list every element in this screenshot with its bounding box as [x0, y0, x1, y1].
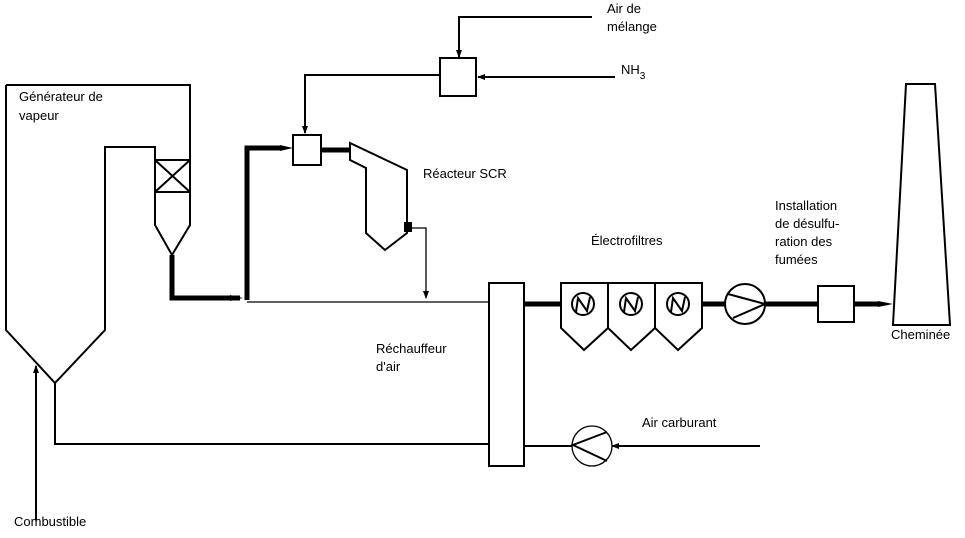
flue-riser — [244, 145, 280, 300]
label-mixing-air: Air de mélange — [607, 1, 657, 34]
fgd-unit — [817, 285, 855, 323]
label-combustion-air: Air carburant — [642, 415, 717, 430]
label-air-preheater: Réchauffeur d'air — [376, 341, 450, 374]
stack — [891, 83, 952, 326]
reactor-outlet-nozzle — [404, 222, 412, 232]
flue-gas-fan — [724, 283, 769, 325]
label-fgd: Installation de désulfu- ration des fumé… — [775, 198, 843, 267]
flue-duct-1 — [169, 255, 240, 301]
mixing-air-line — [456, 16, 592, 58]
label-fuel: Combustible — [14, 514, 86, 529]
steam-generator — [5, 84, 191, 385]
label-steam-generator: Générateur de vapeur — [19, 89, 106, 123]
air-preheater — [488, 282, 525, 467]
label-scr-reactor: Réacteur SCR — [423, 166, 507, 181]
mixer — [439, 57, 477, 97]
reactor-outlet-line — [412, 227, 429, 299]
injector — [292, 134, 322, 166]
electrode-icon — [666, 292, 690, 316]
scr-reactor — [349, 141, 408, 252]
electrofilters — [560, 282, 703, 352]
label-electrofilters: Électrofiltres — [591, 233, 663, 248]
label-stack: Cheminée — [891, 327, 950, 342]
electrode-icon — [571, 292, 595, 316]
flue-riser-arrow — [280, 145, 293, 151]
mixer-to-injector-line — [302, 74, 440, 134]
preheater-to-generator-air-line — [54, 383, 489, 445]
combustion-air-fan — [570, 425, 613, 467]
flue-duct-arrow-1 — [230, 295, 243, 301]
fgd-to-stack-arrow — [878, 301, 893, 307]
label-nh3: NH3 — [621, 62, 646, 82]
electrode-icon — [619, 292, 643, 316]
